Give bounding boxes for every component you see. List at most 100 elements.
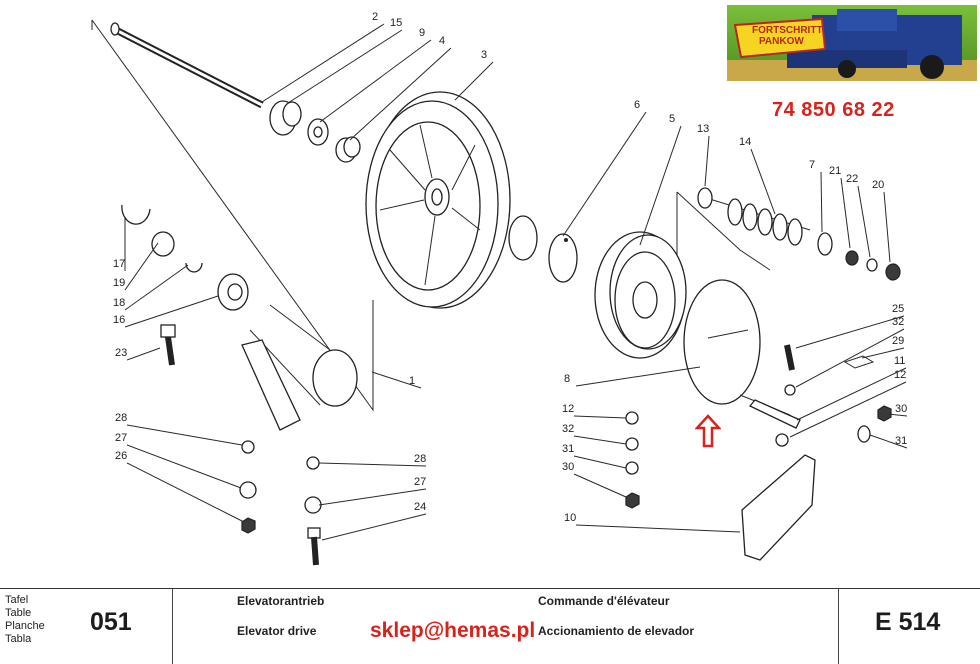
- part-label-30: 30: [562, 461, 574, 473]
- part-label-31: 31: [895, 435, 907, 447]
- leader-line-30: [887, 413, 908, 417]
- leader-line-24: [321, 513, 427, 541]
- part-label-3: 3: [481, 49, 487, 61]
- leader-line-29: [861, 347, 905, 359]
- leader-line-26: [126, 462, 245, 523]
- part-label-23: 23: [115, 347, 127, 359]
- part-label-15: 15: [390, 17, 402, 29]
- leader-line-28: [126, 424, 243, 446]
- part-label-7: 7: [809, 159, 815, 171]
- exploded-parts-drawing: 1234567891011121314151617181920212223242…: [91, 11, 908, 566]
- leader-line-16: [124, 295, 219, 328]
- part-label-32: 32: [892, 316, 904, 328]
- part-label-5: 5: [669, 113, 675, 125]
- leader-line-32: [573, 435, 627, 445]
- part-label-12: 12: [894, 369, 906, 381]
- leader-line-27: [126, 444, 242, 489]
- part-label-17: 17: [113, 258, 125, 270]
- part-label-11: 11: [894, 355, 905, 367]
- logo-line2: PANKOW: [759, 36, 804, 47]
- leader-line-13: [704, 135, 710, 187]
- large-pulley-part: [365, 91, 511, 309]
- part-label-28: 28: [115, 412, 127, 424]
- double-pulley-part: [594, 231, 687, 359]
- logo-line1: FORTSCHRITT: [752, 25, 823, 36]
- part-label-6: 6: [634, 99, 640, 111]
- leader-line-15: [287, 29, 403, 104]
- part-label-1: 1: [409, 375, 415, 387]
- title-english: Elevator drive: [237, 624, 317, 638]
- leader-line-19: [124, 242, 159, 291]
- leader-line-21: [840, 177, 851, 249]
- shaft-part: [110, 22, 264, 109]
- part-label-25: 25: [892, 303, 904, 315]
- label-tabla: Tabla: [5, 633, 32, 645]
- part-label-13: 13: [697, 123, 709, 135]
- leader-line-9: [319, 39, 432, 123]
- leader-line-30: [573, 473, 627, 498]
- part-label-4: 4: [439, 35, 445, 47]
- leader-line-28: [318, 462, 427, 467]
- leader-line-23: [126, 347, 161, 361]
- leader-line-8: [575, 366, 701, 387]
- part-label-16: 16: [113, 314, 125, 326]
- label-planche: Planche: [5, 620, 45, 632]
- leader-line-4: [349, 47, 452, 141]
- part-label-27: 27: [414, 476, 426, 488]
- label-tafel: Tafel: [5, 594, 29, 606]
- leader-line-11: [796, 367, 907, 421]
- leader-line-31: [573, 455, 627, 469]
- hub-part: [508, 215, 538, 261]
- part-label-10: 10: [564, 512, 576, 524]
- part-label-12: 12: [562, 403, 574, 415]
- leader-line-32: [795, 328, 905, 388]
- title-block: Tafel Table Planche Tabla 051 Elevatoran…: [0, 588, 980, 664]
- title-french: Commande d'élévateur: [538, 594, 670, 608]
- part-label-26: 26: [115, 450, 127, 462]
- leader-line-25: [795, 315, 905, 349]
- leader-line-20: [883, 191, 891, 263]
- part-label-19: 19: [113, 277, 125, 289]
- part-label-8: 8: [564, 373, 570, 385]
- leader-line-6: [562, 111, 647, 237]
- model-number: E 514: [875, 608, 941, 636]
- title-spanish: Accionamiento de elevador: [538, 624, 695, 638]
- part-label-29: 29: [892, 335, 904, 347]
- leader-line-3: [454, 61, 494, 101]
- leader-line-2: [261, 23, 385, 103]
- plate-number: 051: [90, 608, 132, 636]
- bracket-part: [741, 454, 816, 561]
- part-label-30: 30: [895, 403, 907, 415]
- email-address: sklep@hemas.pl: [370, 619, 536, 642]
- housing-part: [241, 304, 358, 431]
- leader-line-7: [820, 171, 823, 233]
- leader-line-12: [573, 415, 627, 419]
- leader-line-22: [857, 185, 871, 258]
- harvester-photo: FORTSCHRITT PANKOW: [727, 5, 977, 81]
- part-label-9: 9: [419, 27, 425, 39]
- leader-line-10: [575, 524, 741, 533]
- leader-line-1: [371, 371, 422, 389]
- disc-part: [683, 279, 761, 405]
- part-label-32: 32: [562, 423, 574, 435]
- part-label-20: 20: [872, 179, 884, 191]
- part-label-14: 14: [739, 136, 751, 148]
- leader-line-27: [318, 488, 427, 506]
- part-label-21: 21: [829, 165, 841, 177]
- label-table: Table: [5, 607, 32, 619]
- part-label-24: 24: [414, 501, 426, 513]
- part-label-2: 2: [372, 11, 378, 23]
- leader-line-31: [869, 434, 908, 449]
- leader-line-18: [124, 264, 189, 311]
- part-label-31: 31: [562, 443, 574, 455]
- part-label-28: 28: [414, 453, 426, 465]
- leader-line-5: [639, 125, 682, 246]
- part-label-22: 22: [846, 173, 858, 185]
- part-label-27: 27: [115, 432, 127, 444]
- phone-number: 74 850 68 22: [772, 99, 895, 121]
- up-arrow-icon: [695, 414, 721, 448]
- snap-ring-part: [121, 204, 151, 225]
- leader-line-12: [789, 381, 907, 438]
- part-label-18: 18: [113, 297, 125, 309]
- title-german: Elevatorantrieb: [237, 594, 325, 608]
